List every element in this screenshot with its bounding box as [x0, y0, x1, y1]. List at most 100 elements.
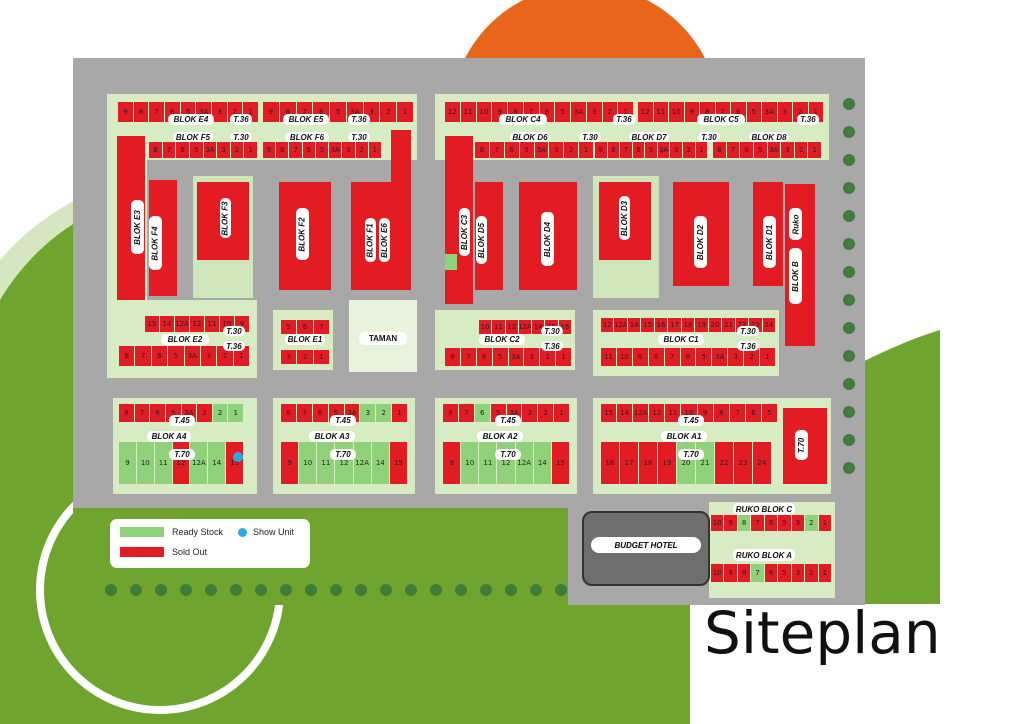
unit-3: 3 [281, 350, 297, 364]
label-blok-a4: BLOK A4 [147, 431, 191, 442]
unit-10: 10 [461, 442, 479, 484]
unit-9: 9 [684, 102, 699, 122]
unit-6: 6 [504, 142, 519, 158]
unit-8: 8 [475, 142, 489, 158]
unit-7: 7 [296, 404, 312, 422]
unit-5: 5 [281, 320, 297, 334]
unit-9: 9 [443, 442, 461, 484]
unit-9: 9 [281, 442, 299, 484]
unit-1: 1 [760, 348, 775, 366]
unit-2: 2 [380, 102, 397, 122]
unit-8: 8 [119, 404, 134, 422]
unit-3: 3 [728, 348, 744, 366]
unit-7: 7 [729, 404, 745, 422]
label-t45: T.45 [330, 415, 356, 426]
unit-14: 14 [160, 316, 174, 332]
unit-6: 6 [745, 404, 761, 422]
unit-2: 2 [794, 142, 808, 158]
label-blok-c3: BLOK C3 [459, 208, 470, 256]
label-t36: T.36 [737, 341, 759, 351]
label-t36: T.36 [797, 114, 819, 125]
unit-12: 12 [649, 404, 665, 422]
unit-9: 9 [263, 102, 279, 122]
label-t36: T.36 [223, 341, 245, 351]
tree-icon [180, 584, 192, 596]
unit-16: 16 [654, 318, 668, 332]
unit-15: 15 [601, 404, 617, 422]
unit-7: 7 [489, 142, 504, 158]
unit-19: 19 [658, 442, 676, 484]
unit-12A: 12A [633, 404, 649, 422]
unit-9: 9 [263, 142, 276, 158]
unit-12: 12 [445, 102, 460, 122]
title-backdrop [690, 604, 1024, 724]
unit-14: 14 [533, 442, 551, 484]
tree-icon [105, 584, 117, 596]
label-t30: T.30 [698, 132, 720, 142]
unit-10: 10 [476, 102, 492, 122]
tree-icon [843, 266, 855, 278]
label-blok-d8: BLOK D8 [749, 132, 789, 142]
unit-8: 8 [713, 404, 729, 422]
label-t45: T.45 [678, 415, 704, 426]
tree-icon [355, 584, 367, 596]
unit-10: 10 [616, 348, 632, 366]
unit-5: 5 [555, 102, 570, 122]
unit-5: 5 [778, 515, 791, 531]
unit-12A: 12A [190, 442, 208, 484]
unit-9: 9 [595, 142, 607, 158]
unit-7: 7 [289, 142, 302, 158]
unit-2: 2 [212, 404, 228, 422]
tree-icon [255, 584, 267, 596]
unit-3A: 3A [571, 102, 586, 122]
unit-24: 24 [762, 318, 776, 332]
label-blok-d2: BLOK D2 [694, 216, 707, 268]
tree-icon [843, 406, 855, 418]
label-t30: T.30 [541, 326, 563, 336]
tree-icon [843, 294, 855, 306]
unit-6: 6 [740, 142, 753, 158]
label-blok-d3: BLOK D3 [619, 196, 630, 240]
unit-5: 5 [778, 564, 791, 582]
label-t45: T.45 [169, 415, 195, 426]
label-blok-d7: BLOK D7 [629, 132, 669, 142]
unit-2: 2 [805, 564, 818, 582]
unit-7: 7 [149, 102, 165, 122]
unit-2: 2 [540, 348, 556, 366]
tree-icon [380, 584, 392, 596]
unit-3: 3 [670, 142, 682, 158]
unit-10: 10 [669, 102, 684, 122]
page-title: Siteplan [704, 599, 941, 667]
label-blok-c2: BLOK C2 [479, 334, 525, 345]
unit-3: 3 [524, 348, 540, 366]
tree-icon [843, 210, 855, 222]
unit-7: 7 [313, 320, 329, 334]
unit-11: 11 [479, 442, 497, 484]
unit-6: 6 [764, 515, 778, 531]
unit-3: 3 [360, 404, 376, 422]
unit-21: 21 [722, 318, 735, 332]
unit-3: 3 [791, 564, 805, 582]
unit-11: 11 [601, 348, 616, 366]
label-blok-e5: BLOK E5 [283, 114, 329, 125]
unit-3: 3 [549, 142, 564, 158]
unit-8: 8 [149, 142, 162, 158]
unit-1: 1 [554, 404, 569, 422]
unit-14: 14 [627, 318, 641, 332]
label-t36: T.36 [230, 114, 252, 125]
tree-icon [843, 378, 855, 390]
tree-icon [843, 434, 855, 446]
unit-3: 3 [342, 142, 355, 158]
tree-icon [330, 584, 342, 596]
label-t30: T.30 [737, 326, 759, 336]
legend-ready-stock-swatch [120, 527, 164, 537]
unit-7: 7 [664, 348, 680, 366]
unit-7: 7 [458, 404, 474, 422]
unit-6: 6 [150, 404, 165, 422]
unit-3A: 3A [184, 346, 200, 366]
unit-12: 12 [190, 316, 204, 332]
unit-8: 8 [119, 346, 135, 366]
